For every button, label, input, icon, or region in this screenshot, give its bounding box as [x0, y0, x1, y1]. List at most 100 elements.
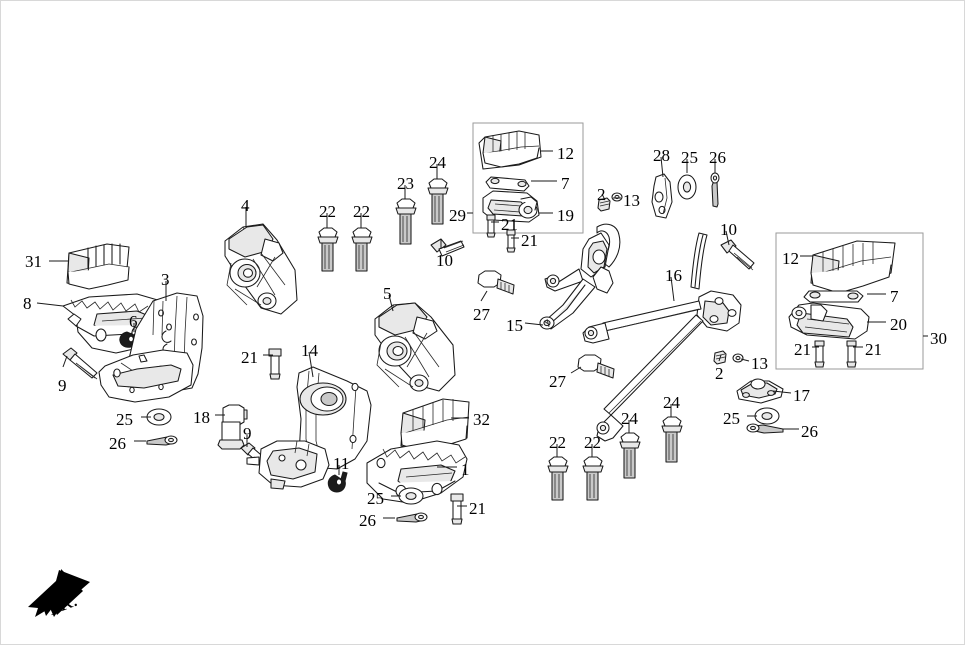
leader-line-8 — [36, 302, 64, 307]
leader-line-13 — [740, 358, 750, 362]
part-22-flange-bolt-b — [351, 227, 373, 272]
callout-21-bolt-21: 21 — [241, 348, 258, 367]
callout-16-brake-rod-16: 16 — [665, 266, 682, 285]
part-10-screw-b — [720, 239, 755, 271]
upper-pedal-linkage — [539, 223, 621, 330]
callout-24-flange-bolt-24: 24 — [429, 153, 446, 172]
part-16-brake-rod — [582, 232, 742, 442]
callout-29-assembly-29: 29 — [449, 206, 466, 225]
callout-11-spring-clip-11: 11 — [333, 454, 350, 473]
part-11-spring-clip — [327, 471, 348, 493]
part-26-cotter-pin-upper-right — [710, 172, 720, 208]
leader-line-16 — [670, 276, 675, 302]
callout-3-bracket-plate-left: 3 — [161, 270, 170, 289]
callout-21-bolt-21: 21 — [501, 215, 518, 234]
part-21-bolt-a — [268, 348, 282, 380]
callout-13-clip-13: 13 — [623, 191, 640, 210]
callout-2-grommet-2: 2 — [597, 185, 606, 204]
callout-1-footpeg-right-1: 1 — [461, 460, 470, 479]
callout-17-bracket-17: 17 — [793, 386, 810, 405]
callout-26-cotter-pin-26: 26 — [709, 148, 726, 167]
part-18-flange-bolt — [217, 404, 248, 450]
callout-7-plate-7: 7 — [890, 287, 899, 306]
part-25-washer-center — [398, 487, 424, 505]
callout-21-bolt-21: 21 — [794, 340, 811, 359]
callout-18-flange-bolt-18: 18 — [193, 408, 210, 427]
callout-21-bolt-21: 21 — [865, 340, 882, 359]
part-21-bolt-f — [846, 340, 857, 368]
leader-line-17 — [772, 390, 792, 394]
part-32-footpeg-rubber-cover-right — [400, 398, 470, 453]
leader-line-28 — [660, 156, 664, 178]
leader-lines — [36, 150, 928, 519]
callout-24-flange-bolt-24: 24 — [663, 393, 680, 412]
part-28-lever — [651, 173, 673, 219]
part-5-bracket-right — [374, 302, 456, 392]
part-19-footpeg-body-front — [482, 190, 540, 223]
callout-22-flange-bolt-22: 22 — [353, 202, 370, 221]
callout-7-plate-7: 7 — [561, 174, 570, 193]
part-26-cotter-pin-right — [746, 423, 784, 434]
part-27-bolt-a — [477, 270, 515, 295]
callout-6-spring-clip: 6 — [129, 312, 138, 331]
callout-31-footpeg-rubber-cover-left: 31 — [25, 252, 42, 271]
part-21-bolt-c — [486, 214, 496, 238]
part-24-flange-bolt-b — [619, 432, 641, 479]
leader-line-15 — [524, 322, 544, 326]
callout-2-grommet-2: 2 — [715, 364, 724, 383]
leader-line-9 — [62, 355, 68, 368]
part-13-clip-upper — [611, 192, 623, 202]
part-26-cotter-pin-center — [396, 512, 428, 523]
fr-direction-arrow — [28, 569, 90, 617]
part-23-flange-bolt — [395, 198, 417, 245]
callout-4-bracket-4: 4 — [241, 196, 250, 215]
part-4-bracket — [224, 223, 298, 315]
leader-line-27 — [480, 290, 488, 302]
leader-line-5 — [388, 294, 394, 312]
part-13-clip-lower — [732, 353, 744, 363]
callout-15-rod-end-15: 15 — [506, 316, 523, 335]
callout-28-lever-28: 28 — [653, 146, 670, 165]
detail-box-29 — [472, 122, 584, 234]
callout-12-footpeg-rubber-12: 12 — [782, 249, 799, 268]
part-24-flange-bolt-c — [661, 416, 683, 463]
part-24-flange-bolt-top — [427, 178, 449, 225]
callout-10-screw-10: 10 — [436, 251, 453, 270]
part-9-screw-left — [62, 347, 98, 380]
callout-9-screw-9: 9 — [58, 376, 67, 395]
part-26-cotter-pin-left — [146, 435, 178, 446]
part-22-flange-bolt-c — [547, 456, 569, 501]
leader-line-14 — [308, 351, 314, 378]
callout-22-flange-bolt-22: 22 — [584, 433, 601, 452]
callout-26-cotter-pin-26: 26 — [359, 511, 376, 530]
callout-21-bolt-21: 21 — [469, 499, 486, 518]
part-21-bolt-d — [506, 229, 516, 253]
part-21-bolt-e — [814, 340, 825, 368]
callout-8-footpeg-left: 8 — [23, 294, 32, 313]
part-2-grommet-upper — [597, 197, 611, 212]
detail-box-30 — [775, 232, 924, 370]
callout-21-bolt-21: 21 — [521, 231, 538, 250]
leader-line-2 — [601, 193, 606, 201]
callout-14-pedal-arm-bracket-14: 14 — [301, 341, 318, 360]
callout-9-screw-9: 9 — [243, 424, 252, 443]
part-31-footpeg-rubber-cover-left — [66, 243, 130, 290]
part-25-washer-right — [754, 407, 780, 425]
part-14-pedal-arm-bracket — [246, 366, 372, 490]
callout-26-cotter-pin-26: 26 — [109, 434, 126, 453]
part-25-washer-upper-right — [677, 174, 697, 200]
callout-25-washer-25: 25 — [116, 410, 133, 429]
callout-27-bolt-27: 27 — [473, 305, 490, 324]
callout-25-washer-25: 25 — [367, 489, 384, 508]
leader-line-27 — [570, 366, 582, 374]
part-12-footpeg-rubber-front — [478, 130, 542, 170]
leader-line-10 — [725, 230, 730, 246]
callout-5-bracket-5: 5 — [383, 284, 392, 303]
callout-25-washer-25: 25 — [681, 148, 698, 167]
callout-24-flange-bolt-24: 24 — [621, 409, 638, 428]
callout-19-footpeg-body-19: 19 — [557, 206, 574, 225]
callout-22-flange-bolt-22: 22 — [319, 202, 336, 221]
callout-20-footpeg-body-20: 20 — [890, 315, 907, 334]
part-7-plate-rear — [803, 290, 864, 303]
